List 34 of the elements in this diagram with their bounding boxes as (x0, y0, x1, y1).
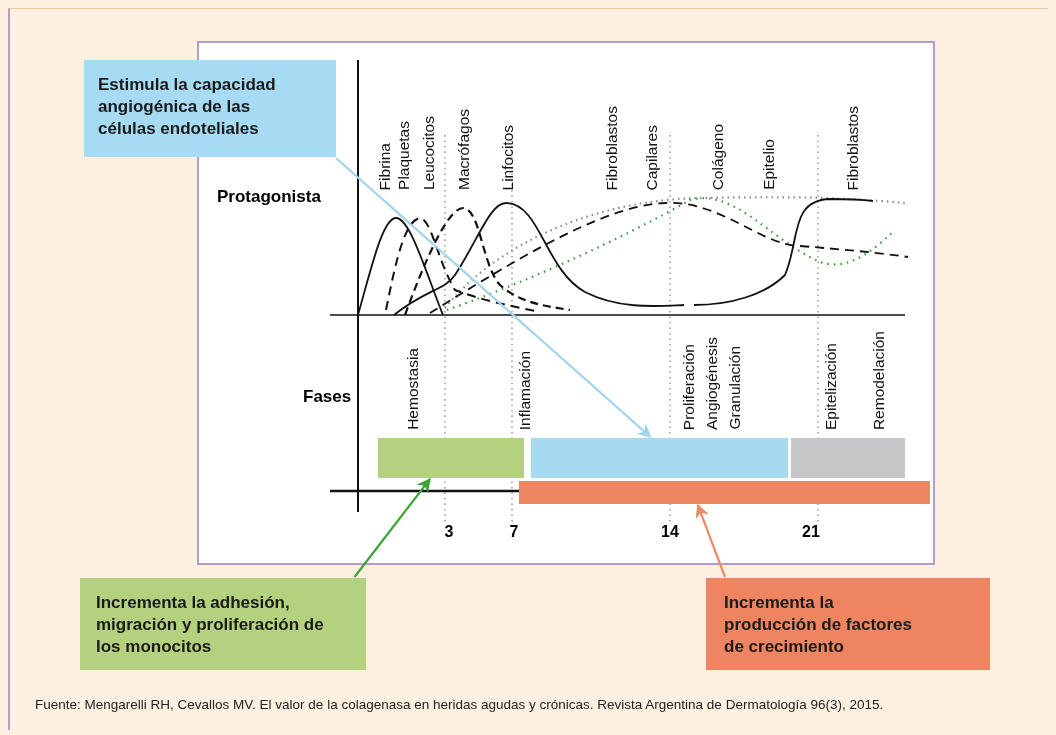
axis-title: Fases (303, 387, 352, 407)
arrow (695, 503, 727, 578)
cell-label: Linfocitos (498, 124, 517, 190)
phase-label: Epitelización (821, 342, 840, 430)
phase-bar (519, 481, 930, 504)
phase-label: Remodelación (869, 330, 888, 430)
phase-label: Inflamación (515, 350, 534, 430)
arrow (353, 477, 431, 578)
arrow (335, 157, 652, 438)
callout-box: Estimula la capacidad angiogénica de las células endoteliales (84, 60, 336, 157)
day-number: 7 (509, 523, 519, 541)
cell-label: Fibroblastos (602, 105, 621, 190)
cell-label: Macrófagos (454, 109, 473, 190)
cell-label: Capilares (642, 124, 661, 190)
callout-box: Incrementa la adhesión, migración y proliferación de los monocitos (80, 578, 366, 670)
day-number: 3 (444, 523, 454, 541)
cell-label: Leucocitos (419, 115, 438, 190)
cell-label: Epitelio (759, 139, 778, 190)
cell-label: Colágeno (708, 123, 727, 190)
cell-label: Fibrina (375, 142, 394, 190)
cell-label: Fibroblastos (843, 105, 862, 190)
cell-label: Plaquetas (394, 121, 413, 190)
callout-box: Incrementa la producción de factores de crecimiento (706, 578, 990, 670)
phase-label: Angiogénesis (702, 336, 721, 430)
day-number: 21 (802, 523, 820, 541)
phase-label: Hemostasia (403, 348, 422, 430)
axis-title: Protagonista (217, 187, 321, 207)
phase-label: Proliferación (679, 343, 698, 430)
source-caption: Fuente: Mengarelli RH, Cevallos MV. El valor de la colagenasa en heridas agudas y crónicas. Revista Argentina de Dermatología 96(3), 2015. (35, 697, 884, 712)
day-number: 14 (661, 523, 679, 541)
phase-bar (531, 438, 788, 478)
phase-bar (791, 438, 905, 478)
phase-label: Granulación (725, 346, 744, 430)
phase-bar (378, 438, 524, 478)
